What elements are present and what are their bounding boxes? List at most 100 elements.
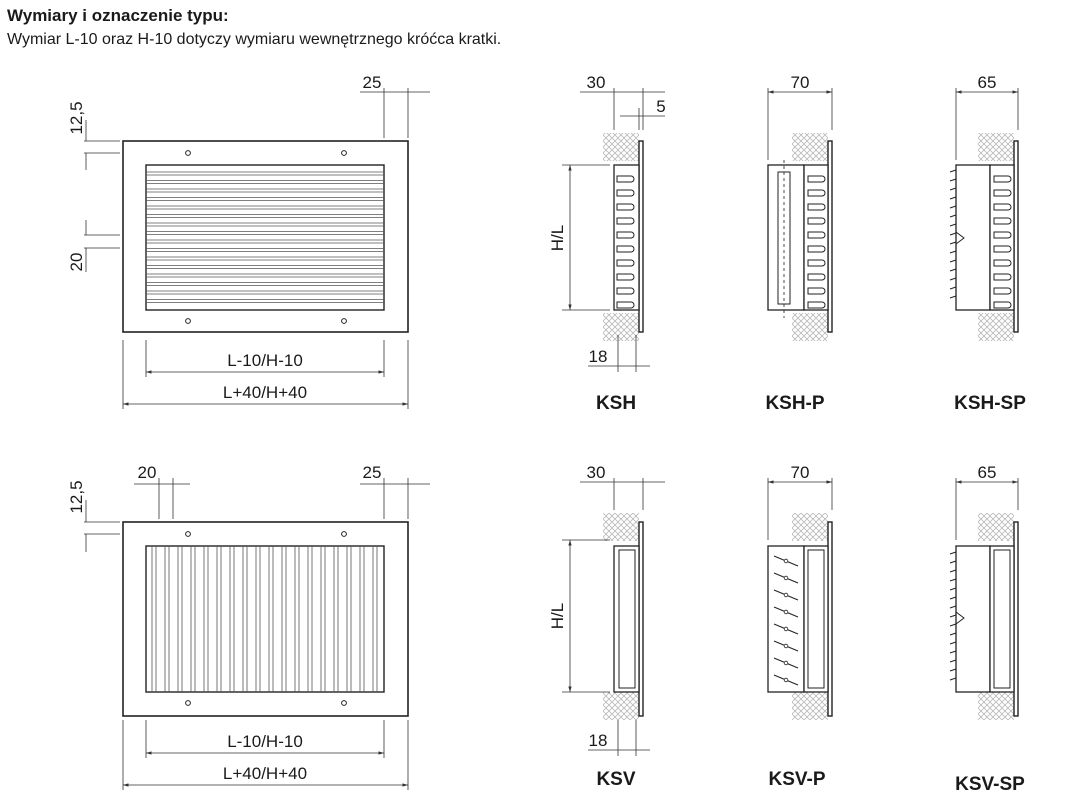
dim-blade-depth: 18: [589, 731, 608, 750]
blade-profile: [616, 231, 635, 239]
damper-section: [767, 545, 805, 693]
clip-tooth: [949, 578, 957, 582]
clip-tooth: [949, 587, 957, 591]
damper-section: [955, 164, 991, 311]
blade-profile: [616, 175, 635, 183]
clip-tooth: [949, 551, 957, 555]
screw-hole: [341, 318, 347, 324]
wall-hatch: [603, 513, 639, 541]
clip-tooth: [949, 268, 957, 272]
blade-profile: [807, 175, 826, 183]
dim-depth: 70: [791, 463, 810, 482]
dim-depth: 70: [791, 73, 810, 92]
clip-tooth: [949, 169, 957, 173]
damper-pivot: [783, 592, 789, 598]
screw-hole: [341, 700, 347, 706]
blade-profile: [993, 231, 1012, 239]
dim-inner-size: L-10/H-10: [227, 351, 303, 370]
screw-hole: [341, 150, 347, 156]
type-label-ksh-p: KSH-P: [765, 393, 824, 414]
blade-profile: [616, 189, 635, 197]
front-view-vertical: [84, 478, 430, 790]
grille-frame: [122, 140, 409, 333]
blade-profile: [807, 203, 826, 211]
clip-tooth: [949, 295, 957, 299]
spring-clips: [949, 551, 957, 681]
dim-inner-size: L-10/H-10: [227, 732, 303, 751]
screw-hole: [341, 531, 347, 537]
wall-hatch: [792, 313, 828, 341]
dim-blade-depth: 18: [589, 347, 608, 366]
wall-hatch: [978, 513, 1014, 541]
screw-hole: [185, 700, 191, 706]
section-ksv-p: [767, 478, 833, 720]
damper-pivot: [783, 643, 789, 649]
type-label-ksv-sp: KSV-SP: [955, 774, 1025, 795]
clip-tooth: [949, 178, 957, 182]
blade-profile: [993, 287, 1012, 295]
clip-tooth: [949, 187, 957, 191]
clip-tooth: [949, 214, 957, 218]
clip-tooth: [949, 614, 957, 618]
clip-tooth: [949, 623, 957, 627]
dim-outer-size: L+40/H+40: [223, 383, 307, 402]
dim-step: 5: [656, 97, 665, 116]
blade-profile: [807, 287, 826, 295]
clip-tooth: [949, 569, 957, 573]
wall-hatch: [792, 133, 828, 161]
damper-pivot: [783, 626, 789, 632]
wall-hatch: [603, 133, 639, 161]
clip-tooth: [949, 232, 957, 236]
damper-pivot: [783, 660, 789, 666]
grille-opening: [145, 545, 385, 693]
dim-depth: 30: [587, 463, 606, 482]
dim-outer-size: L+40/H+40: [223, 764, 307, 783]
dim-right-margin: 25: [363, 463, 382, 482]
clip-tooth: [949, 250, 957, 254]
dim-height: H/L: [548, 603, 567, 629]
clip-tooth: [949, 596, 957, 600]
blade-profile: [807, 245, 826, 253]
wall-hatch: [792, 513, 828, 541]
clip-tooth: [949, 668, 957, 672]
dim-depth: 30: [587, 73, 606, 92]
vertical-blade: [993, 549, 1011, 689]
wall-hatch: [978, 692, 1014, 720]
dim-depth: 65: [978, 73, 997, 92]
blade-profile: [616, 217, 635, 225]
dim-blade-pitch: 20: [67, 253, 86, 272]
dim-top-margin: 12,5: [67, 101, 86, 134]
section-ksh: [562, 88, 665, 372]
section-ksv-sp: [949, 478, 1019, 720]
horizontal-blades: [146, 171, 384, 303]
clip-tooth: [949, 641, 957, 645]
blade-profile: [993, 189, 1012, 197]
clip-tooth: [949, 659, 957, 663]
wall-hatch: [978, 133, 1014, 161]
blade-profile: [993, 203, 1012, 211]
type-label-ksv: KSV: [596, 769, 635, 790]
blade-profile: [807, 231, 826, 239]
clip-tooth: [949, 277, 957, 281]
clip-tooth: [949, 605, 957, 609]
blade-profile: [616, 273, 635, 281]
spring-clips: [949, 169, 957, 299]
clip-tooth: [949, 560, 957, 564]
blade-profile: [807, 259, 826, 267]
blade-profile: [993, 175, 1012, 183]
damper-pivot: [783, 575, 789, 581]
blade-profile: [993, 245, 1012, 253]
type-label-ksh: KSH: [596, 393, 636, 414]
clip-tooth: [949, 223, 957, 227]
blade-profiles: [807, 175, 826, 309]
clip-tooth: [949, 196, 957, 200]
section-ksh-p: [767, 88, 833, 341]
vertical-blades: [151, 546, 378, 692]
page-title: Wymiary i oznaczenie typu:: [7, 6, 229, 25]
damper-blades: [773, 555, 799, 686]
type-label-ksv-p: KSV-P: [768, 769, 825, 790]
clip-tooth: [949, 677, 957, 681]
dim-top-margin: 12,5: [67, 480, 86, 513]
dim-height: H/L: [548, 225, 567, 251]
blade-profile: [616, 203, 635, 211]
